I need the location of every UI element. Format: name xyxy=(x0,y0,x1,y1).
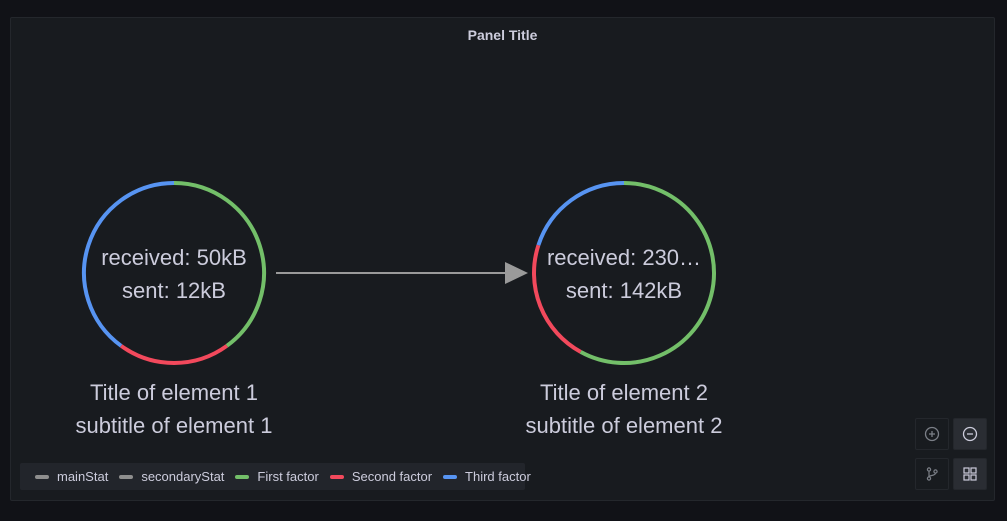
zoom-in-icon xyxy=(924,426,940,442)
panel-title: Panel Title xyxy=(467,27,538,43)
grid-layout-button[interactable] xyxy=(953,458,987,490)
legend-swatch xyxy=(119,474,134,479)
node-circle xyxy=(84,183,264,363)
layered-layout-button[interactable] xyxy=(915,458,949,490)
zoom-out-button[interactable] xyxy=(953,418,987,450)
arc-second-factor xyxy=(119,344,229,365)
node-title: Title of element 1 xyxy=(90,380,258,405)
node-2[interactable]: received: 230… sent: 142kB Title of elem… xyxy=(526,181,723,438)
arc-third-factor xyxy=(82,181,175,348)
node-title: Title of element 2 xyxy=(540,380,708,405)
node-arcs xyxy=(532,181,716,365)
edge-1-2[interactable] xyxy=(276,262,528,284)
legend-item-mainstat[interactable]: mainStat xyxy=(35,469,108,484)
legend-item-second-factor[interactable]: Second factor xyxy=(329,469,433,484)
arc-first-factor xyxy=(579,181,716,365)
legend: mainStat secondaryStat First factor Seco… xyxy=(20,463,531,490)
grid-icon xyxy=(963,467,977,481)
branch-icon xyxy=(926,467,938,481)
legend-item-third-factor[interactable]: Third factor xyxy=(443,469,531,484)
node-subtitle: subtitle of element 2 xyxy=(526,413,723,438)
edge-arrowhead xyxy=(505,262,528,284)
legend-swatch xyxy=(329,474,344,479)
zoom-out-icon xyxy=(962,426,978,442)
legend-label: mainStat xyxy=(57,469,109,484)
node-subtitle: subtitle of element 1 xyxy=(76,413,273,438)
legend-label: Third factor xyxy=(465,469,531,484)
node-secondary-stat: sent: 12kB xyxy=(122,278,226,303)
node-secondary-stat: sent: 142kB xyxy=(566,278,682,303)
legend-swatch xyxy=(235,474,250,479)
legend-item-first-factor[interactable]: First factor xyxy=(235,469,319,484)
arc-second-factor xyxy=(532,244,582,354)
zoom-in-button[interactable] xyxy=(915,418,949,450)
node-main-stat: received: 230… xyxy=(547,245,701,270)
legend-label: Second factor xyxy=(351,469,433,484)
arc-first-factor xyxy=(173,181,266,348)
node-1[interactable]: received: 50kB sent: 12kB Title of eleme… xyxy=(76,181,273,438)
legend-label: secondaryStat xyxy=(141,469,225,484)
node-circle xyxy=(534,183,714,363)
legend-label: First factor xyxy=(257,469,319,484)
node-main-stat: received: 50kB xyxy=(101,245,247,270)
arc-third-factor xyxy=(536,181,625,246)
legend-swatch xyxy=(443,474,458,479)
legend-item-secondarystat[interactable]: secondaryStat xyxy=(119,469,224,484)
legend-swatch xyxy=(35,474,49,479)
node-arcs xyxy=(82,181,266,365)
